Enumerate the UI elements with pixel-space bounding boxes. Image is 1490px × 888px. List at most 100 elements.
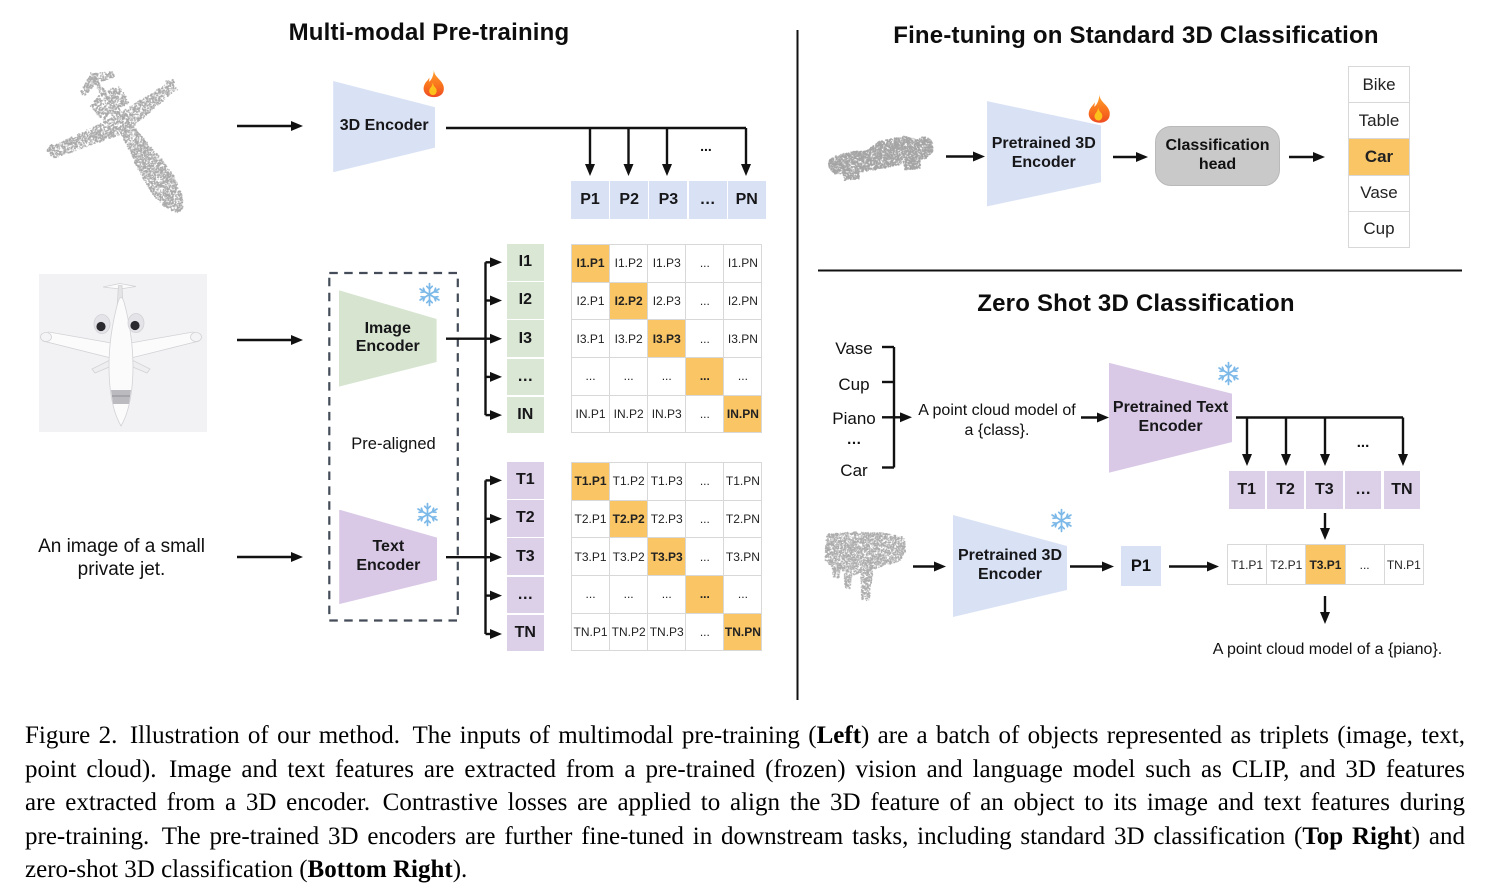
feature-cell: TN <box>1383 471 1421 509</box>
matrix-cell: I1.P2 <box>610 245 649 283</box>
caption-line: pre-training. The pre-trained 3D encoder… <box>25 820 1465 854</box>
matrix-cell: T1.P1 <box>572 463 611 501</box>
caption-segment: zero-shot 3D classification ( <box>25 856 308 884</box>
matrix-cell: ... <box>572 358 611 396</box>
class-list-item: Cup <box>1349 211 1410 248</box>
feature-cell: … <box>507 358 544 396</box>
prealigned-label: Pre-aligned <box>351 435 436 453</box>
matrix-cell: I3.PN <box>724 320 763 359</box>
classification-head-label: Classification <box>1165 137 1270 155</box>
caption-segment: ) are a batch of objects represented as … <box>861 722 1465 749</box>
arrows <box>237 121 1408 639</box>
matrix-cell: T1.PN <box>724 463 763 501</box>
matrix-cell: IN.P1 <box>572 395 611 434</box>
feature-cell: P3 <box>649 181 688 219</box>
matrix-cell: I3.P3 <box>648 320 687 359</box>
caption-segment: ) and <box>1411 822 1466 850</box>
matrix-cell: ... <box>686 463 725 501</box>
pretrained-text-encoder-label: Pretrained Text <box>1112 399 1229 417</box>
caption-segment: Left <box>816 722 862 749</box>
zs-fan-dots: ... <box>1356 434 1370 451</box>
pretrained-text-encoder-label: Encoder <box>1138 417 1203 435</box>
matrix-cell: I2.P1 <box>572 282 611 321</box>
matrix-cell: TN.P1 <box>572 613 611 652</box>
matrix-cell: ... <box>610 358 649 396</box>
feature-cell: T3 <box>507 538 544 575</box>
zs-class-word: … <box>846 431 862 448</box>
zs-class-word: Cup <box>838 374 870 394</box>
matrix-cell: IN.P3 <box>648 395 687 434</box>
matrix-cell: T3.P2 <box>610 538 649 577</box>
feature-cell: IN <box>507 396 544 434</box>
feature-cell: PN <box>727 181 766 219</box>
feature-cell: … <box>507 576 544 614</box>
caption-line: Figure 2. Illustration of our method. Th… <box>25 719 1465 753</box>
feature-cell: TN <box>507 614 544 652</box>
matrix-cell: ... <box>648 358 687 396</box>
matrix-cell: I2.P3 <box>648 282 687 321</box>
matrix-cell: I2.P2 <box>610 282 649 321</box>
matrix-cell: I1.P3 <box>648 245 687 283</box>
pretrained-3d-encoder-label: Encoder <box>1011 153 1076 171</box>
matrix-cell: I3.P2 <box>610 320 649 359</box>
matrix-cell: T2.P1 <box>1267 545 1307 585</box>
matrix-cell: T2.P3 <box>648 500 687 539</box>
prealigned-dashed-box <box>328 271 459 622</box>
text-encoder-label: Encoder <box>356 556 421 574</box>
figure-caption: Figure 2. Illustration of our method. Th… <box>25 719 1465 887</box>
matrix-cell: TN.PN <box>724 613 763 652</box>
matrix-cell: ... <box>686 282 725 321</box>
matrix-cell: T3.P1 <box>1306 545 1346 585</box>
text-input-caption: An image of a small private jet. <box>29 536 214 581</box>
class-list-item: Vase <box>1349 175 1410 212</box>
text-input-line1: An image of a small <box>38 536 205 557</box>
matrix-cell: ... <box>686 245 725 283</box>
caption-segment: are extracted from a 3D encoder. Contras… <box>25 789 1465 817</box>
jet-drawing <box>40 283 202 427</box>
matrix-cell: I1.P1 <box>572 245 611 283</box>
caption-segment: point cloud). Image and text features ar… <box>25 755 1465 783</box>
matrix-cell: I2.PN <box>724 282 763 321</box>
caption-line: are extracted from a 3D encoder. Contras… <box>25 786 1465 820</box>
classification-head: Classification head <box>1155 126 1280 186</box>
caption-segment: pre-training. The pre-trained 3D encoder… <box>25 822 1303 850</box>
matrix-cell: IN.P2 <box>610 395 649 434</box>
zs-class-word: Piano <box>832 408 876 428</box>
classification-head-label: head <box>1198 156 1237 173</box>
feature-cell: I1 <box>507 244 544 281</box>
matrix-cell: T1.P2 <box>610 463 649 501</box>
caption-segment: Figure 2. Illustration of our method. Th… <box>25 722 817 749</box>
airplane-point-cloud <box>46 71 184 214</box>
feature-cell: … <box>688 181 727 219</box>
matrix-cell: ... <box>686 320 725 359</box>
feature-cell: T1 <box>1228 471 1265 509</box>
matrix-cell: T1.P3 <box>648 463 687 501</box>
result-text: A point cloud model of a {piano}. <box>1212 641 1443 658</box>
matrix-cell: ... <box>686 395 725 434</box>
image-encoder-label: Image <box>364 319 411 337</box>
prompt-line1: A point cloud model of <box>918 402 1076 419</box>
piano-point-cloud <box>824 531 906 602</box>
feature-cell: I2 <box>507 282 544 319</box>
matrix-cell: TN.P3 <box>648 613 687 652</box>
prompt-line2: a {class}. <box>964 421 1030 439</box>
matrix-cell: ... <box>1345 545 1385 585</box>
matrix-cell: T2.P1 <box>572 500 611 539</box>
feature-cell: T3 <box>1306 471 1343 509</box>
caption-line: point cloud). Image and text features ar… <box>25 753 1465 787</box>
class-list-item: Car <box>1349 139 1410 176</box>
image-encoder-label: Encoder <box>355 338 420 356</box>
matrix-cell: ... <box>724 576 763 614</box>
matrix-cell: TN.P2 <box>610 613 649 652</box>
matrix-cell: ... <box>572 576 611 614</box>
matrix-cell: T3.P1 <box>572 538 611 577</box>
encoder-3d-label: 3D Encoder <box>339 117 429 135</box>
car-point-cloud <box>828 135 934 182</box>
